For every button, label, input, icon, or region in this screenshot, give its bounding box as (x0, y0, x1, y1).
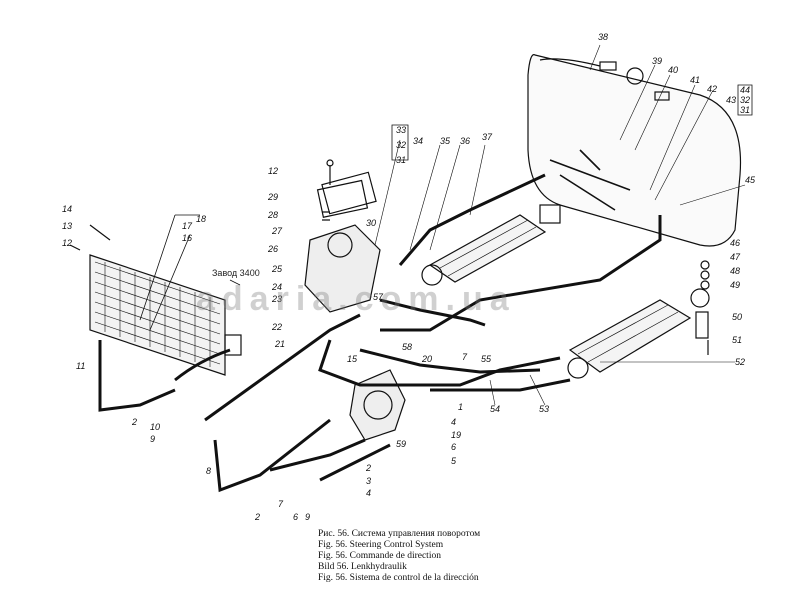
steering-valve (304, 179, 381, 313)
callout-12b: 12 (62, 238, 72, 248)
callout-6b: 6 (451, 442, 456, 452)
callout-31: 31 (740, 105, 750, 115)
handwritten-note: Завод 3400 (212, 268, 260, 278)
diagram-drawing (69, 44, 753, 493)
callout-17: 17 (182, 221, 193, 231)
callout-8: 8 (206, 466, 211, 476)
watermark: adaria.com.ua (196, 280, 516, 318)
callout-52: 52 (735, 357, 745, 367)
callout-labels: 38 39 40 41 42 43 44 32 31 45 46 47 48 4… (62, 32, 756, 522)
callout-21: 21 (274, 339, 285, 349)
callout-3: 3 (366, 476, 371, 486)
caption-de: Bild 56. Lenkhydraulik (318, 562, 407, 572)
callout-31b: 31 (396, 155, 406, 165)
tie-rod (549, 149, 631, 211)
callout-58: 58 (402, 342, 412, 352)
callout-24: 24 (271, 282, 282, 292)
callout-45: 45 (745, 175, 756, 185)
power-cylinder-upper (421, 204, 561, 286)
callout-53: 53 (539, 404, 549, 414)
callout-39: 39 (652, 56, 662, 66)
callout-1: 1 (458, 402, 463, 412)
callout-50: 50 (732, 312, 742, 322)
callout-47: 47 (730, 252, 741, 262)
callout-9b: 9 (305, 512, 310, 522)
figure-captions: Рис. 56. Система управления поворотом Fi… (318, 529, 638, 584)
callout-6a: 6 (293, 512, 298, 522)
callout-46: 46 (730, 238, 740, 248)
callout-43: 43 (726, 95, 736, 105)
caption-es: Fig. 56. Sistema de control de la direcc… (318, 573, 479, 583)
callout-38: 38 (598, 32, 608, 42)
callout-25: 25 (271, 264, 283, 274)
callout-59: 59 (396, 439, 406, 449)
callout-4a: 4 (366, 488, 371, 498)
callout-27: 27 (271, 226, 283, 236)
callout-5: 5 (451, 456, 457, 466)
callout-32b: 32 (396, 140, 406, 150)
callout-20: 20 (421, 354, 432, 364)
callout-13: 13 (62, 221, 72, 231)
callout-4b: 4 (451, 417, 456, 427)
callout-12: 12 (268, 166, 278, 176)
callout-30: 30 (366, 218, 376, 228)
callout-14: 14 (62, 204, 72, 214)
fasteners (69, 159, 710, 355)
callout-40: 40 (668, 65, 678, 75)
callout-36: 36 (460, 136, 470, 146)
tank-cap (626, 67, 644, 85)
callout-37: 37 (482, 132, 493, 142)
callout-54: 54 (490, 404, 500, 414)
callout-29: 29 (267, 192, 278, 202)
callout-55: 55 (481, 354, 492, 364)
callout-7b: 7 (278, 499, 284, 509)
callout-33: 33 (396, 125, 406, 135)
callout-42: 42 (707, 84, 717, 94)
callout-10: 10 (150, 422, 160, 432)
caption-fr: Fig. 56. Commande de direction (318, 551, 441, 561)
callout-19: 19 (451, 430, 461, 440)
callout-26: 26 (267, 244, 278, 254)
callout-41: 41 (690, 75, 700, 85)
callout-23: 23 (271, 294, 282, 304)
callout-51: 51 (732, 335, 742, 345)
callout-15: 15 (347, 354, 358, 364)
caption-en: Fig. 56. Steering Control System (318, 540, 444, 550)
callout-28: 28 (267, 210, 278, 220)
hydraulic-hoses (98, 173, 662, 493)
callout-34: 34 (413, 136, 423, 146)
callout-16: 16 (182, 233, 192, 243)
callout-2b: 2 (254, 512, 260, 522)
callout-9a: 9 (150, 434, 155, 444)
callout-44: 44 (740, 85, 750, 95)
callout-11: 11 (76, 361, 85, 371)
callout-7a: 7 (462, 352, 468, 362)
power-cylinder-lower (567, 288, 710, 379)
callout-22: 22 (271, 322, 282, 332)
callout-18: 18 (196, 214, 206, 224)
callout-32: 32 (740, 95, 750, 105)
callout-2a: 2 (131, 417, 137, 427)
callout-2c: 2 (365, 463, 371, 473)
callout-49: 49 (730, 280, 740, 290)
caption-ru: Рис. 56. Система управления поворотом (318, 529, 481, 539)
hydraulic-pump (349, 369, 406, 441)
callout-35: 35 (440, 136, 451, 146)
callout-48: 48 (730, 266, 740, 276)
callout-57: 57 (373, 292, 384, 302)
